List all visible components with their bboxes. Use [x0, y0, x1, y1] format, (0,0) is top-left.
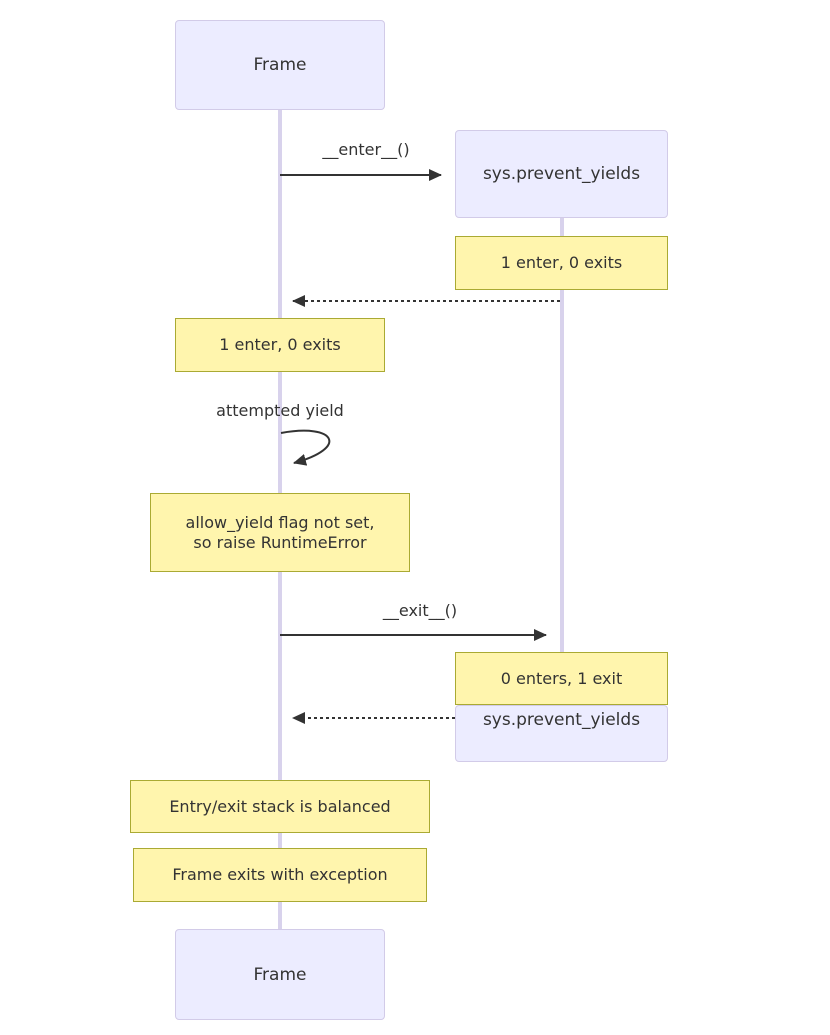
message-label-exit: __exit__() — [382, 601, 458, 620]
actor-sys-created: sys.prevent_yields — [455, 130, 668, 218]
actor-frame-bottom: Frame — [175, 929, 385, 1020]
self-loop-arrow — [280, 429, 331, 466]
note-yield-error: allow_yield flag not set, so raise Runti… — [150, 493, 410, 572]
message-label-enter: __enter__() — [322, 140, 410, 159]
note-stack-balanced: Entry/exit stack is balanced — [130, 780, 430, 833]
actor-frame-top: Frame — [175, 20, 385, 110]
sys-prevent-yields-lifeline — [560, 218, 564, 705]
note-sys-exit-count: 0 enters, 1 exit — [455, 652, 668, 705]
actor-sys-destroyed: sys.prevent_yields — [455, 705, 668, 762]
message-label-attempted-yield: attempted yield — [216, 401, 344, 420]
note-frame-enter-count: 1 enter, 0 exits — [175, 318, 385, 372]
note-frame-exception: Frame exits with exception — [133, 848, 427, 902]
note-sys-enter-count: 1 enter, 0 exits — [455, 236, 668, 290]
